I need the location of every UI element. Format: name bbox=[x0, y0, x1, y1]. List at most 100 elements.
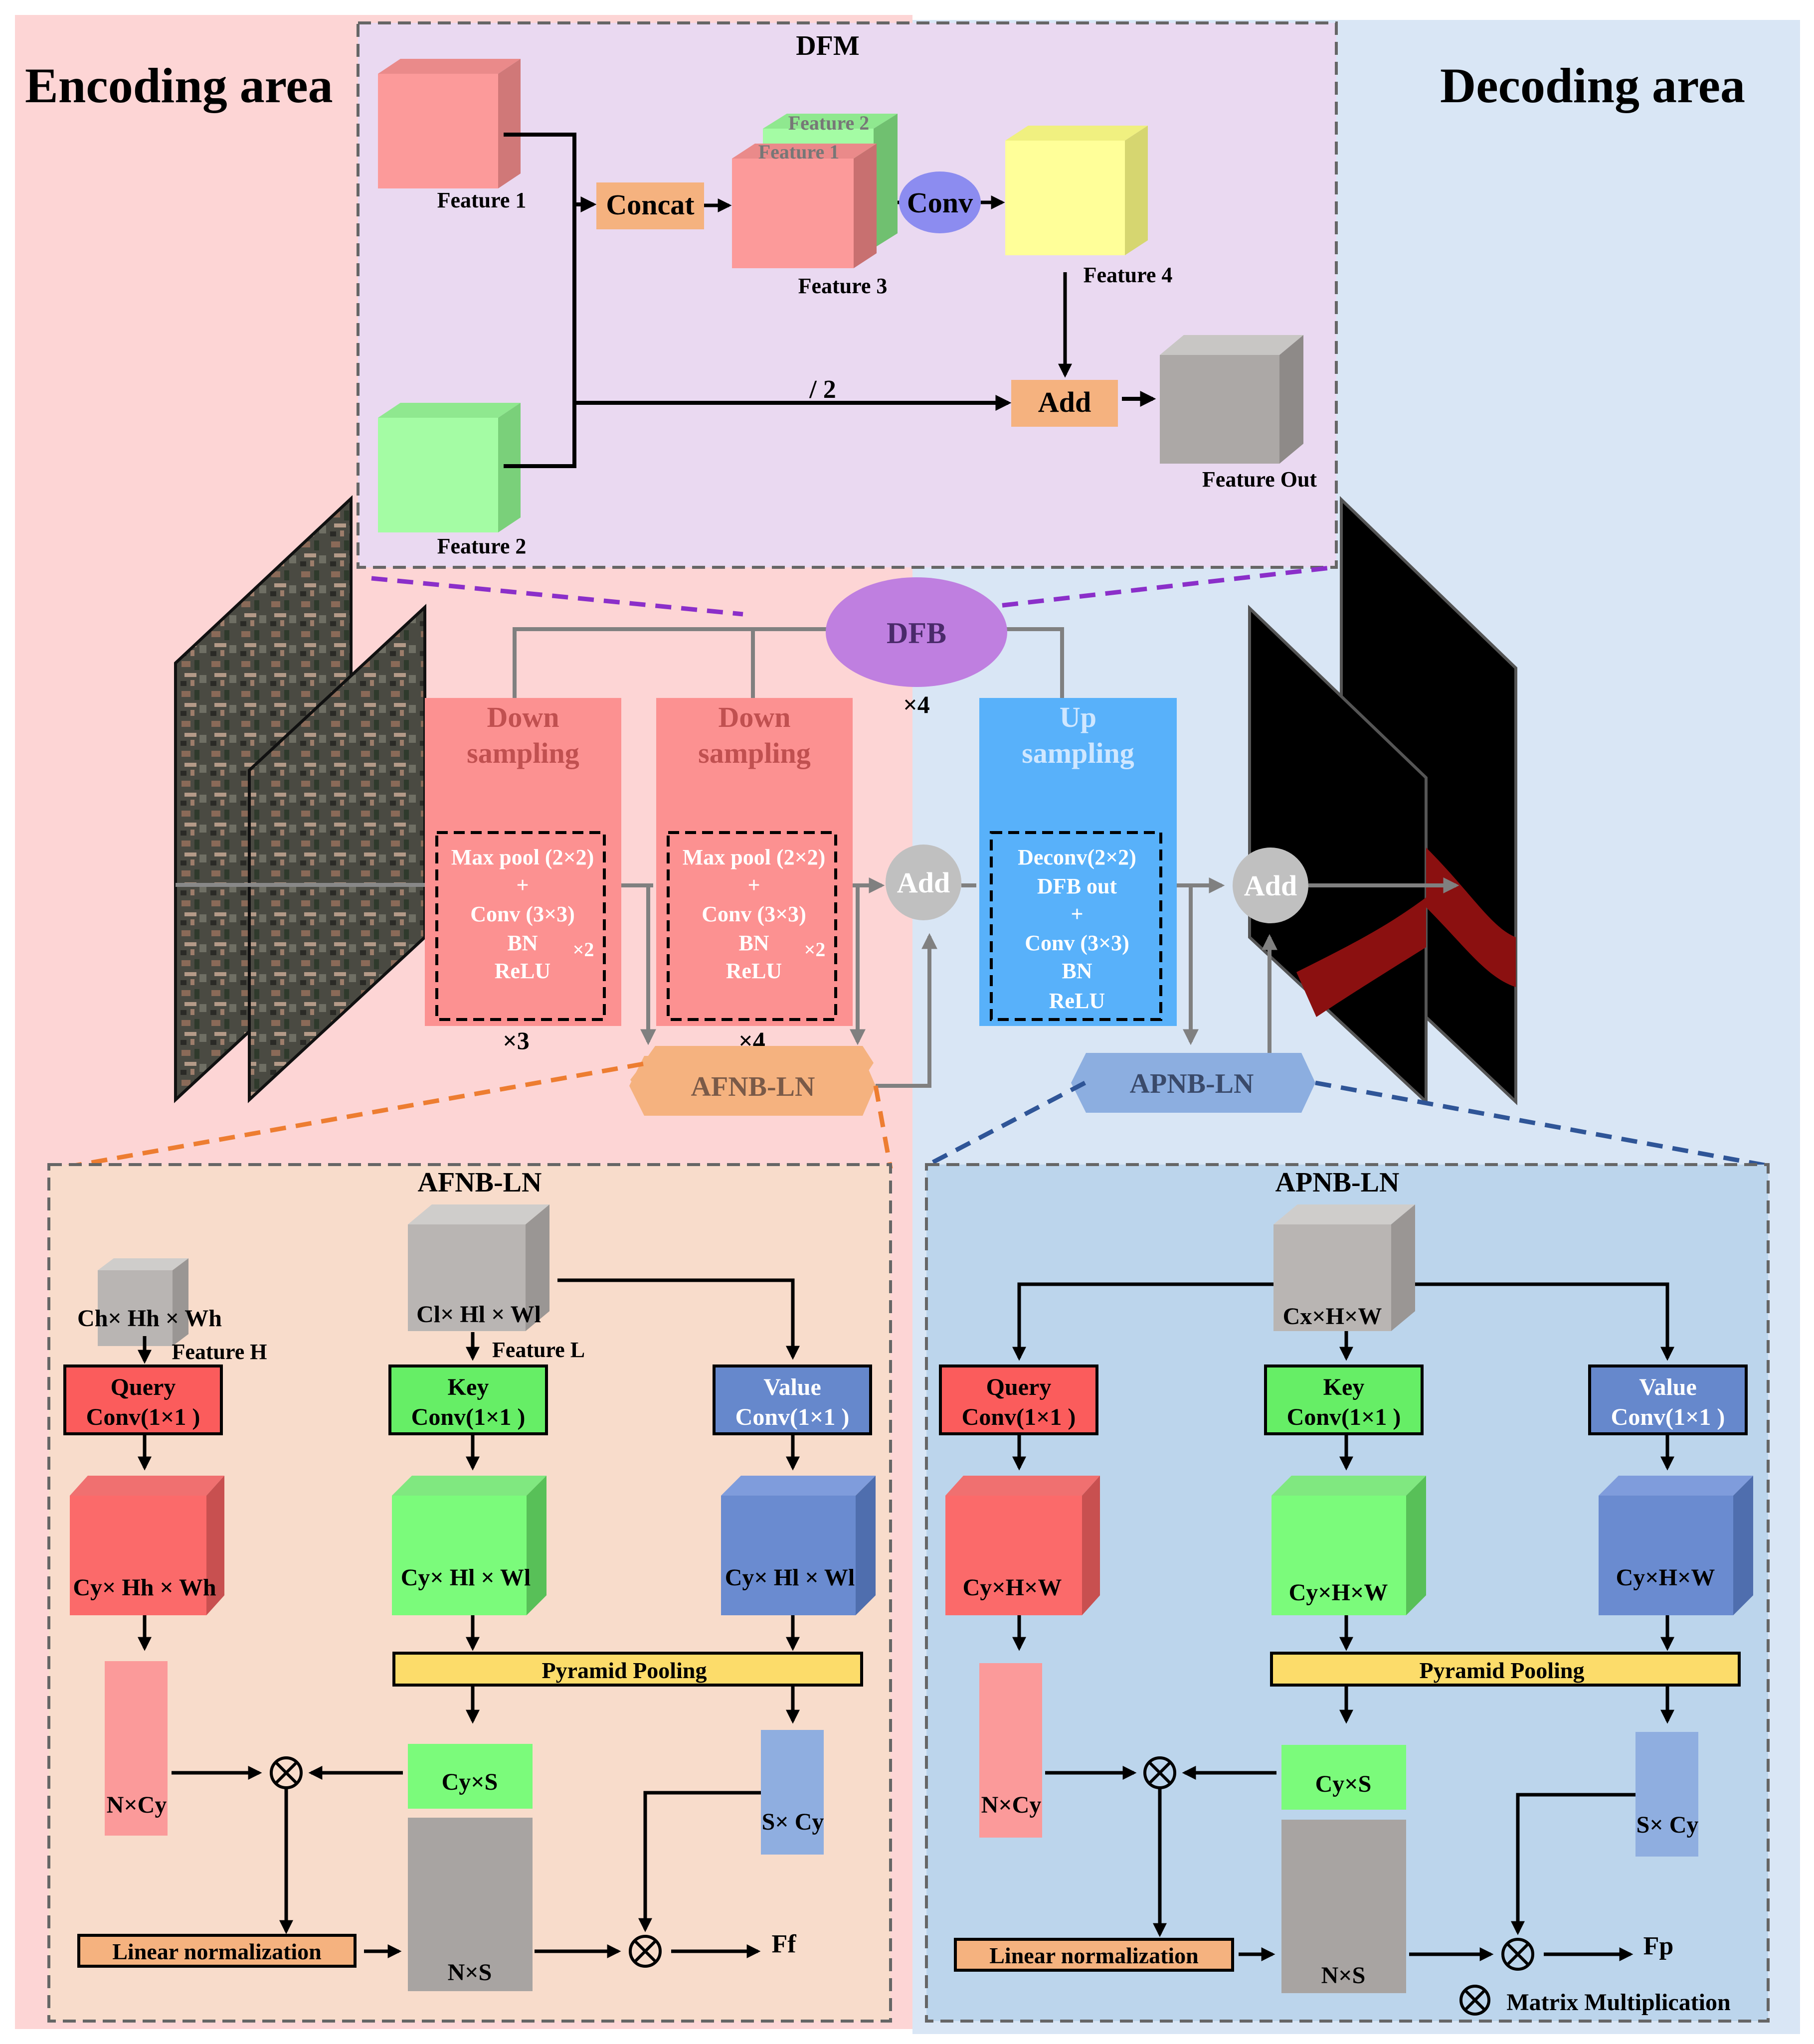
afnb-output: Ff bbox=[771, 1930, 796, 1958]
afnb-query-label-0: Query bbox=[111, 1374, 176, 1400]
down1-title-2: sampling bbox=[467, 737, 579, 769]
feature-l-cube bbox=[408, 1204, 549, 1331]
feature3-label: Feature 3 bbox=[798, 274, 888, 298]
afnb-v-dims: Cy× Hl × Wl bbox=[725, 1564, 855, 1591]
feature1-label: Feature 1 bbox=[437, 188, 527, 212]
down2-title-1: Down bbox=[718, 701, 790, 733]
feature-h-dims: Ch× Hh × Wh bbox=[77, 1305, 222, 1332]
up-title-2: sampling bbox=[1022, 737, 1134, 769]
afnb-query-cube bbox=[70, 1476, 224, 1615]
apnb-panel: APNB-LN Cx×H×W Query Conv(1×1 ) Key Conv… bbox=[925, 1163, 1770, 2023]
afnb-cxs-bar bbox=[408, 1744, 533, 1809]
afnb-pyramid-label: Pyramid Pooling bbox=[542, 1658, 707, 1683]
apnb-pyramid-pooling bbox=[1270, 1652, 1741, 1687]
apnb-value-cube bbox=[1599, 1476, 1753, 1615]
down2-op-4: ReLU bbox=[726, 959, 782, 983]
feature-l-dims: Cl× Hl × Wl bbox=[416, 1301, 541, 1328]
afnb-nxs-label: N×S bbox=[448, 1959, 492, 1986]
down1-op-1: + bbox=[516, 873, 529, 897]
matrix-mult-legend-icon bbox=[1459, 1985, 1490, 2016]
afnb-cxs-label: Cy×S bbox=[442, 1769, 498, 1795]
apnb-output: Fp bbox=[1643, 1932, 1674, 1960]
decoding-area-title: Decoding area bbox=[1440, 58, 1745, 113]
feature-out-label: Feature Out bbox=[1202, 467, 1317, 492]
apnb-key-cube bbox=[1271, 1476, 1426, 1615]
up-op-0: Deconv(2×2) bbox=[1018, 845, 1136, 869]
up-op-1: DFB out bbox=[1037, 874, 1117, 898]
afnb-hex-body bbox=[629, 1056, 876, 1116]
apnb-sxc-bar bbox=[1635, 1732, 1698, 1857]
dfb-ellipse bbox=[826, 577, 1007, 687]
dfb-times: ×4 bbox=[903, 690, 930, 718]
afnb-q-dims: Cy× Hh × Wh bbox=[73, 1574, 216, 1601]
afnb-sxc-label: S× Cy bbox=[762, 1809, 824, 1835]
apnb-link-left bbox=[925, 1081, 1087, 1168]
apnb-query-label-0: Query bbox=[986, 1374, 1052, 1400]
afnb-key-label-1: Conv(1×1 ) bbox=[411, 1404, 526, 1430]
add1-label: Add bbox=[897, 866, 950, 899]
afnb-panel: AFNB-LN Ch× Hh × Wh Feature H Cl× Hl × W… bbox=[47, 1163, 892, 2023]
output-mask-stack bbox=[1248, 496, 1517, 1105]
apnb-input-cube bbox=[1273, 1204, 1415, 1331]
feature-h-label: Feature H bbox=[172, 1340, 267, 1364]
up-op-3: Conv (3×3) bbox=[1025, 931, 1129, 955]
afnb-panel-title: AFNB-LN bbox=[418, 1167, 542, 1198]
dfm-add-label: Add bbox=[1038, 386, 1091, 418]
afnb-nxc-bar bbox=[105, 1661, 168, 1836]
dfm-panel: DFM Feature 1 Feature 2 / 2 Concat bbox=[357, 21, 1338, 569]
add-node-2 bbox=[1233, 848, 1308, 923]
dfm-link-right bbox=[924, 565, 1335, 617]
apnb-key-label-0: Key bbox=[1323, 1374, 1365, 1400]
afnb-key-box bbox=[388, 1364, 548, 1435]
dfb-connector bbox=[513, 627, 1064, 700]
apnb-query-box bbox=[939, 1364, 1098, 1435]
down1-title-1: Down bbox=[487, 701, 559, 733]
feature-h-cube bbox=[98, 1258, 188, 1346]
feature2-label: Feature 2 bbox=[437, 534, 527, 558]
afnb-value-box bbox=[713, 1364, 872, 1435]
down1-repeat: ×2 bbox=[573, 938, 594, 961]
afnb-label: AFNB-LN bbox=[691, 1071, 815, 1102]
dfb-label: DFB bbox=[887, 617, 946, 650]
conv-ellipse bbox=[899, 171, 981, 233]
dfm-add-box bbox=[1011, 380, 1118, 427]
down1-op-0: Max pool (2×2) bbox=[451, 845, 594, 869]
down2-title-2: sampling bbox=[698, 737, 811, 769]
dfm-title: DFM bbox=[796, 30, 860, 61]
down2-op-2: Conv (3×3) bbox=[702, 902, 806, 926]
afnb-sxc-bar bbox=[761, 1730, 824, 1855]
apnb-pyramid-label: Pyramid Pooling bbox=[1420, 1658, 1585, 1683]
apnb-nxs-label: N×S bbox=[1321, 1962, 1366, 1989]
concat-box bbox=[596, 182, 704, 229]
apnb-q-dims: Cy×H×W bbox=[963, 1574, 1062, 1601]
afnb-key-cube bbox=[392, 1476, 546, 1615]
afnb-pyramid-pooling bbox=[392, 1652, 863, 1687]
apnb-in-dims: Cx×H×W bbox=[1283, 1303, 1382, 1330]
apnb-mult-2 bbox=[1501, 1938, 1534, 1971]
feature4-label: Feature 4 bbox=[1084, 263, 1173, 287]
concat-label: Concat bbox=[606, 188, 695, 221]
apnb-query-cube bbox=[945, 1476, 1100, 1615]
afnb-key-label-0: Key bbox=[448, 1374, 489, 1400]
down1-op-4: ReLU bbox=[495, 959, 550, 983]
apnb-value-label-0: Value bbox=[1639, 1374, 1697, 1400]
afnb-mult-2 bbox=[629, 1935, 662, 1968]
up-title-1: Up bbox=[1060, 701, 1096, 733]
encoding-area-title: Encoding area bbox=[25, 58, 333, 113]
conv-label: Conv bbox=[907, 186, 973, 219]
up-sampling-block: Up sampling Deconv(2×2) DFB out + Conv (… bbox=[979, 698, 1177, 1026]
down-sampling-block-1: Down sampling Max pool (2×2) + Conv (3×3… bbox=[425, 698, 621, 1026]
apnb-cxs-bar bbox=[1281, 1745, 1406, 1810]
down2-op-3: BN bbox=[738, 931, 769, 955]
add2-label: Add bbox=[1244, 869, 1297, 902]
dfm-link-left bbox=[371, 576, 743, 617]
feature1-cube bbox=[378, 59, 521, 188]
down-sampling-block-2: Down sampling Max pool (2×2) + Conv (3×3… bbox=[656, 698, 853, 1026]
up-op-2: + bbox=[1071, 902, 1083, 926]
afnb-link-right bbox=[873, 1085, 893, 1169]
apnb-sxc-label: S× Cy bbox=[1636, 1812, 1699, 1838]
afnb-linear-norm bbox=[77, 1934, 357, 1968]
apnb-value-box bbox=[1588, 1364, 1748, 1435]
f1-connector bbox=[504, 133, 576, 468]
down1-op-2: Conv (3×3) bbox=[470, 902, 575, 926]
